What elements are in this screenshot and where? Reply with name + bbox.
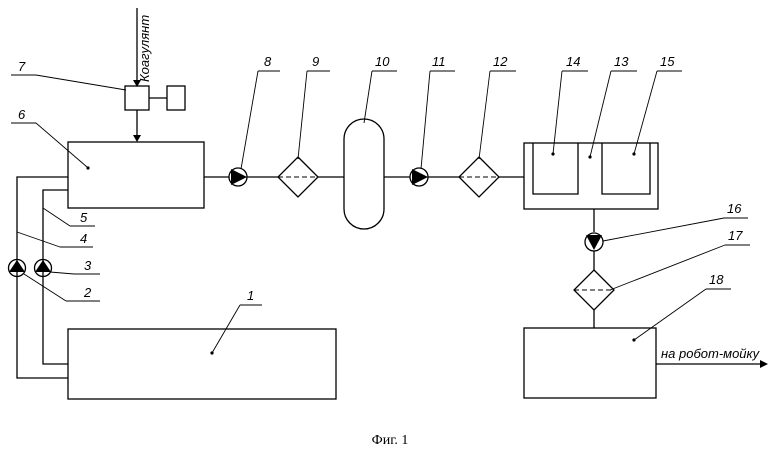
- vessel-10: [344, 119, 384, 229]
- leader-2: 2: [24, 274, 100, 301]
- leader-14: 14: [553, 54, 588, 154]
- leader-4: 4: [17, 231, 93, 247]
- pump-16: [585, 233, 603, 251]
- label-9: 9: [312, 54, 319, 69]
- filter-12: [459, 157, 499, 197]
- leader-17: 17: [610, 228, 750, 290]
- mixing-tank-6: [68, 142, 204, 208]
- filter-9: [278, 157, 318, 197]
- label-5: 5: [80, 210, 88, 225]
- label-13: 13: [614, 54, 629, 69]
- label-6: 6: [18, 107, 26, 122]
- leader-3: 3: [50, 258, 100, 274]
- label-18: 18: [709, 272, 724, 287]
- leader-5: 5: [43, 208, 95, 226]
- leader-6: 6: [11, 107, 87, 167]
- leader-12: 12: [479, 54, 516, 159]
- label-1: 1: [247, 288, 254, 303]
- leader-7: 7: [11, 59, 126, 90]
- leader-16: 16: [603, 201, 748, 241]
- outlet-label: на робот-мойку: [661, 346, 761, 361]
- label-14: 14: [566, 54, 580, 69]
- label-15: 15: [660, 54, 675, 69]
- label-11: 11: [432, 54, 446, 69]
- coagulant-label: Коагулянт: [137, 15, 152, 82]
- reservoir-1: [68, 329, 336, 399]
- coagulant-inlet: Коагулянт: [133, 8, 152, 87]
- label-7: 7: [18, 59, 26, 74]
- leader-10: 10: [364, 54, 397, 123]
- label-17: 17: [728, 228, 743, 243]
- label-16: 16: [727, 201, 742, 216]
- label-8: 8: [264, 54, 272, 69]
- pump-11: [410, 168, 428, 186]
- leader-13: 13: [590, 54, 637, 157]
- label-10: 10: [375, 54, 390, 69]
- leader-8: 8: [241, 54, 280, 169]
- leader-15: 15: [634, 54, 682, 154]
- dosing-unit-7: [125, 86, 185, 142]
- figure-caption: Фиг. 1: [372, 433, 409, 448]
- filter-17: [574, 270, 614, 310]
- leader-9: 9: [298, 54, 330, 159]
- pump-8: [229, 168, 247, 186]
- label-4: 4: [80, 231, 87, 246]
- leader-1: 1: [212, 288, 262, 353]
- leader-11: 11: [421, 54, 455, 169]
- label-12: 12: [493, 54, 508, 69]
- outlet-arrow: на робот-мойку: [656, 346, 768, 368]
- label-3: 3: [84, 258, 92, 273]
- label-2: 2: [83, 285, 92, 300]
- leader-18: 18: [634, 272, 731, 340]
